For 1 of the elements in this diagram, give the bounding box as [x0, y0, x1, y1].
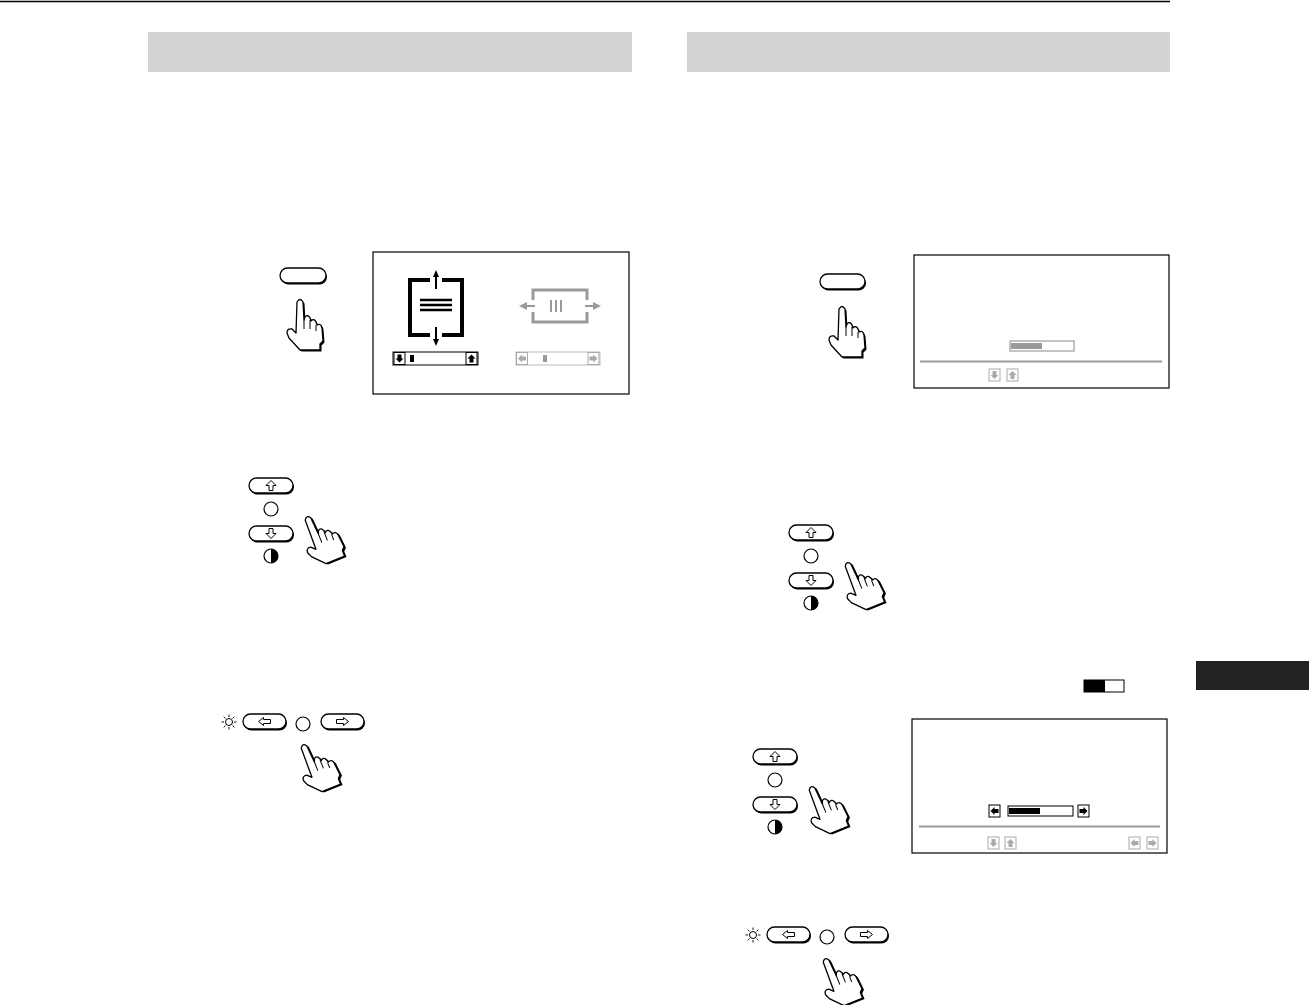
section-tab: [1196, 661, 1309, 690]
